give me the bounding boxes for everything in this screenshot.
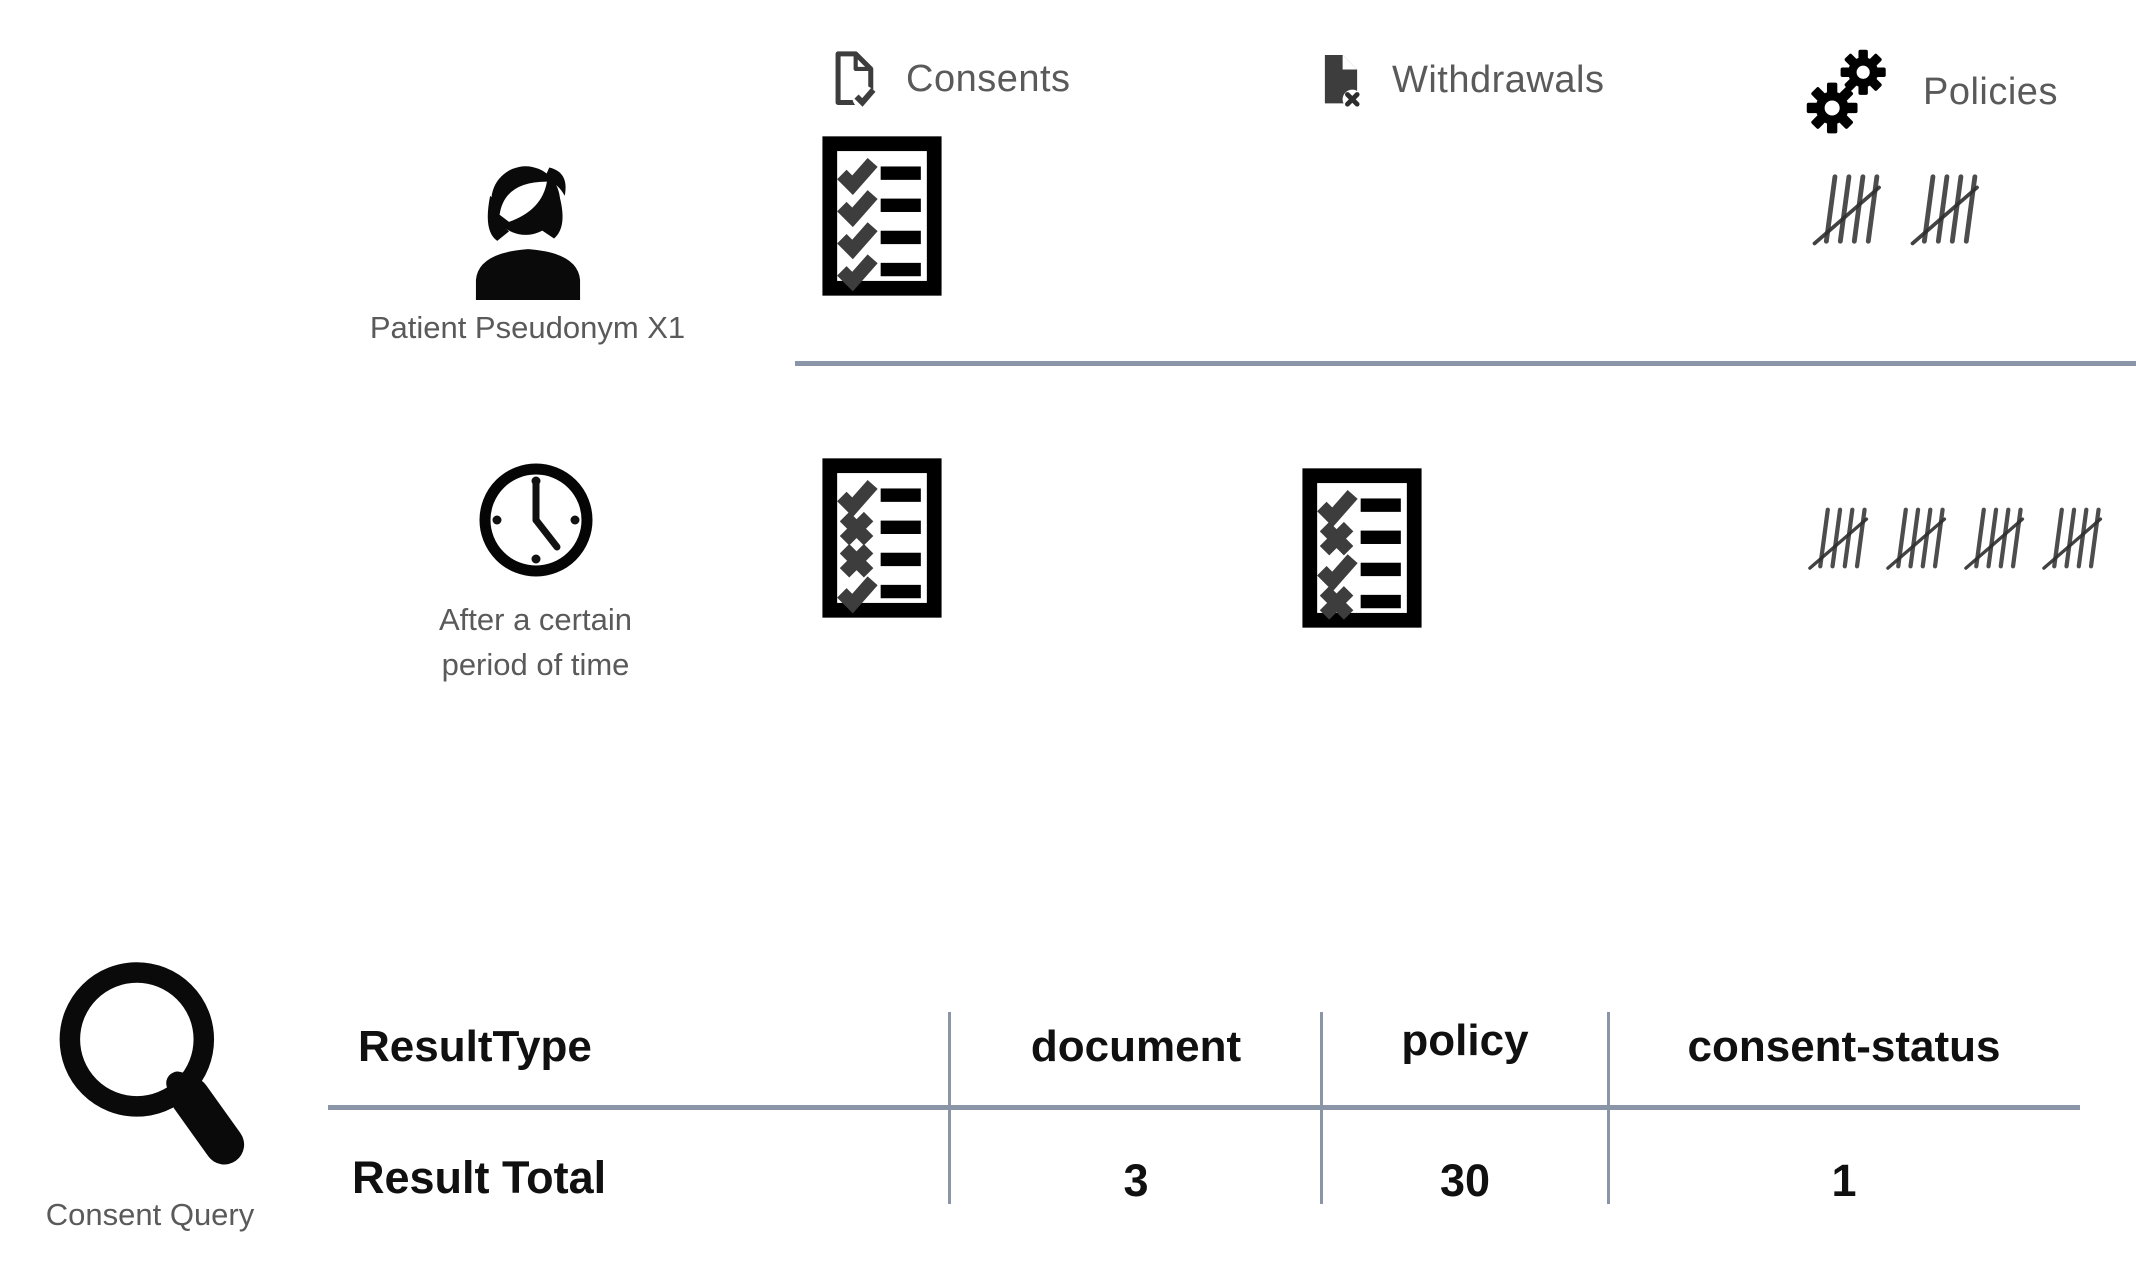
row-divider [795,361,2136,366]
withdrawals-checklist-icon-row2 [1302,468,1422,628]
consents-checklist-icon-row2 [822,458,942,618]
column-header-consents: Consents [828,48,1071,110]
table-row-label: Result Total [352,1152,607,1203]
tally-group-of-five [1964,507,2025,570]
tally-group-of-five [1812,174,1881,246]
table-value-policy: 30 [1439,1155,1491,1206]
patient-actor: Patient Pseudonym X1 [355,158,700,350]
withdrawals-column-label: Withdrawals [1392,58,1605,101]
tally-group-of-five [1808,507,1869,570]
consents-checklist-icon-row1 [822,136,942,296]
table-header-policy: policy [1401,1016,1529,1065]
tally-group-of-five [1910,174,1979,246]
document-check-icon [835,51,876,110]
table-header-underline [328,1105,2080,1110]
policies-column-label: Policies [1923,70,2058,113]
time-label-line1: After a certain [439,602,632,637]
tally-group-of-five [2042,507,2103,570]
patient-icon [475,166,580,300]
time-label-line2: period of time [441,647,630,682]
consents-column-label: Consents [906,57,1071,100]
policies-tally-row2 [1808,500,2108,576]
gears-icon [1806,49,1886,134]
consent-query-label: Consent Query [45,1197,255,1232]
column-header-withdrawals: Withdrawals [1316,50,1604,110]
document-x-icon [1324,55,1362,110]
table-value-document: 3 [1123,1155,1149,1206]
time-actor: After a certain period of time [393,460,678,687]
table-header-consent-status: consent-status [1687,1022,2001,1071]
policies-tally-row1 [1812,166,1986,252]
patient-label: Patient Pseudonym X1 [369,310,686,345]
consent-query-actor: Consent Query [5,952,295,1237]
table-header-resulttype: ResultType [358,1022,592,1071]
clock-icon [479,463,592,577]
table-header-document: document [1030,1022,1242,1071]
table-value-consent-status: 1 [1831,1155,1857,1206]
tally-group-of-five [1886,507,1947,570]
magnifier-icon [59,962,244,1165]
column-header-policies: Policies [1803,42,2058,142]
